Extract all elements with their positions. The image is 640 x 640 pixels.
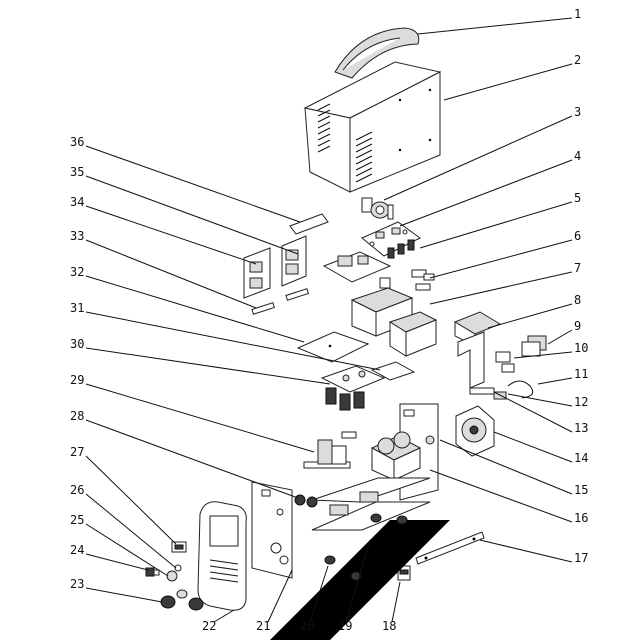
part-13-strip bbox=[469, 387, 495, 395]
part-12-cable bbox=[493, 380, 534, 400]
part-35-igbt-board bbox=[281, 235, 307, 287]
callout-21: 21 bbox=[256, 619, 270, 633]
callout-4: 4 bbox=[574, 149, 581, 163]
callout-35: 35 bbox=[70, 165, 84, 179]
part-5-board bbox=[361, 221, 421, 259]
part-23-sockets bbox=[160, 589, 204, 611]
callout-32: 32 bbox=[70, 265, 84, 279]
part-22-bezel bbox=[197, 501, 247, 611]
callout-12: 12 bbox=[574, 395, 588, 409]
part-24-switch bbox=[145, 567, 160, 577]
callout-31: 31 bbox=[70, 301, 84, 315]
part-19-base bbox=[270, 477, 450, 640]
part-25-knob bbox=[166, 570, 178, 582]
callout-2: 2 bbox=[574, 53, 581, 67]
callout-36: 36 bbox=[70, 135, 84, 149]
callout-29: 29 bbox=[70, 373, 84, 387]
part-6-connectors bbox=[411, 269, 435, 291]
part-32-sheet bbox=[296, 331, 370, 363]
callout-15: 15 bbox=[574, 483, 588, 497]
callout-18: 18 bbox=[382, 619, 396, 633]
callout-9: 9 bbox=[574, 319, 581, 333]
callout-8: 8 bbox=[574, 293, 581, 307]
callout-25: 25 bbox=[70, 513, 84, 527]
callout-6: 6 bbox=[574, 229, 581, 243]
callout-13: 13 bbox=[574, 421, 588, 435]
part-18-clip bbox=[397, 565, 411, 581]
part-8-bracket bbox=[453, 311, 502, 389]
part-31-plate bbox=[370, 361, 416, 381]
part-20-feet bbox=[324, 513, 408, 581]
part-36-driver-board bbox=[289, 213, 392, 289]
callout-27: 27 bbox=[70, 445, 84, 459]
callout-16: 16 bbox=[574, 511, 588, 525]
part-28-knobs bbox=[294, 494, 318, 508]
callout-11: 11 bbox=[574, 367, 588, 381]
callout-20: 20 bbox=[300, 619, 314, 633]
callout-1: 1 bbox=[574, 7, 581, 21]
callout-33: 33 bbox=[70, 229, 84, 243]
callout-10: 10 bbox=[574, 341, 588, 355]
callout-19: 19 bbox=[338, 619, 352, 633]
part-26-knob-cap bbox=[174, 564, 182, 572]
callout-7: 7 bbox=[574, 261, 581, 275]
part-7-heatsink bbox=[350, 287, 438, 357]
callout-23: 23 bbox=[70, 577, 84, 591]
part-2-cover bbox=[303, 61, 442, 193]
callout-3: 3 bbox=[574, 105, 581, 119]
part-34-igbt-board bbox=[243, 247, 271, 299]
leader-lines bbox=[85, 17, 573, 623]
part-29-transformer bbox=[303, 431, 357, 469]
part-17-bar bbox=[415, 531, 485, 565]
part-10-terminal bbox=[495, 351, 515, 373]
callout-26: 26 bbox=[70, 483, 84, 497]
callout-28: 28 bbox=[70, 409, 84, 423]
callout-14: 14 bbox=[574, 451, 588, 465]
callout-labels: 1 2 3 4 5 6 7 8 9 10 11 12 13 14 15 16 1… bbox=[70, 7, 588, 633]
part-33-bars bbox=[251, 288, 310, 315]
callout-17: 17 bbox=[574, 551, 588, 565]
part-3-coil bbox=[361, 197, 394, 220]
callout-30: 30 bbox=[70, 337, 84, 351]
part-21-panel bbox=[251, 481, 293, 579]
callout-5: 5 bbox=[574, 191, 581, 205]
part-16-chassis bbox=[370, 403, 439, 501]
part-27-label bbox=[171, 541, 187, 553]
callout-24: 24 bbox=[70, 543, 84, 557]
callout-34: 34 bbox=[70, 195, 84, 209]
part-30-capacitors bbox=[320, 365, 386, 411]
part-9-relay bbox=[521, 335, 547, 357]
part-14-fan bbox=[455, 405, 495, 457]
callout-22: 22 bbox=[202, 619, 216, 633]
